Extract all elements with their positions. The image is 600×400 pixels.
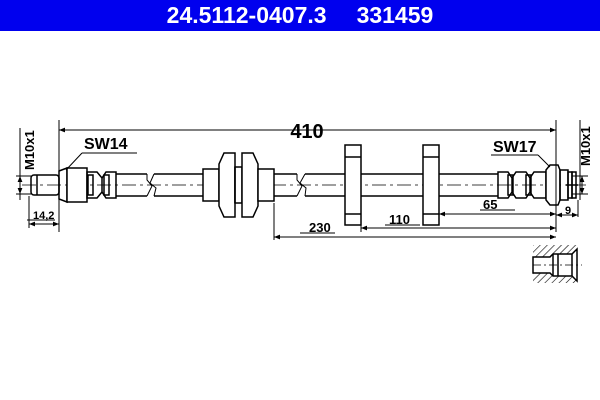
article-number: 331459 xyxy=(356,2,434,28)
left-thread-length-label: 14,2 xyxy=(33,210,54,222)
left-wrench-size-label: SW14 xyxy=(84,136,128,153)
left-fitting xyxy=(30,166,117,204)
left-thread-label: M10x1 xyxy=(22,130,37,170)
hose-grommet xyxy=(202,152,275,218)
dim-110-label: 110 xyxy=(389,212,410,227)
dim-230-label: 230 xyxy=(309,220,331,235)
right-wrench-size-label: SW17 xyxy=(493,139,537,156)
overall-length-label: 410 xyxy=(290,121,323,143)
right-thread-label: M10x1 xyxy=(578,126,593,166)
dim-65-label: 65 xyxy=(483,197,497,212)
bracket-flange-2 xyxy=(422,144,440,226)
title-bar: 24.5112-0407.3 331459 xyxy=(0,0,600,31)
part-number: 24.5112-0407.3 xyxy=(166,2,327,28)
right-thread-length-label: 9 xyxy=(565,205,571,217)
hatched-port-section-icon xyxy=(532,245,582,283)
bracket-flange-1 xyxy=(344,144,362,226)
